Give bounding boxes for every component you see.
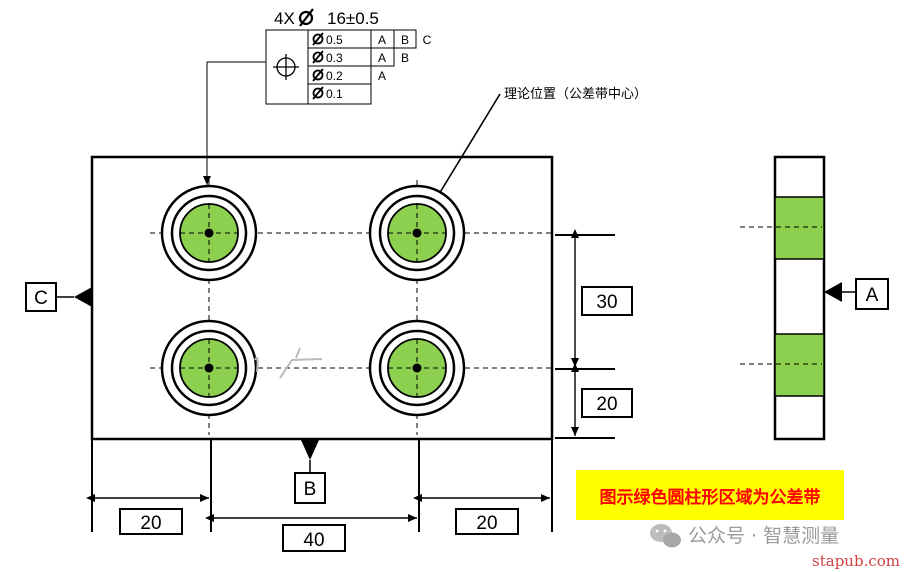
fcf-datum: B bbox=[401, 51, 409, 65]
datum-c-triangle bbox=[74, 287, 92, 307]
datum-c-label: C bbox=[34, 288, 48, 309]
fcf-datum: B bbox=[401, 33, 409, 47]
datum-c-box bbox=[25, 282, 57, 312]
side-zone-lower bbox=[774, 333, 825, 397]
hole-center-point bbox=[204, 363, 214, 373]
dim-20-vert-box bbox=[581, 388, 633, 418]
vertical-dimensions bbox=[555, 229, 615, 439]
hole bbox=[368, 319, 466, 417]
fcf-datum: A bbox=[378, 69, 386, 83]
scan-artifact bbox=[254, 347, 323, 379]
fcf-tolerance: 0.5 bbox=[326, 33, 343, 47]
datum-b-label: B bbox=[304, 479, 317, 500]
side-view bbox=[740, 155, 826, 441]
diameter-symbol-icon bbox=[312, 68, 324, 82]
fcf-tolerance: 0.1 bbox=[326, 87, 343, 101]
side-zone-upper bbox=[774, 196, 825, 260]
diameter-symbol-icon bbox=[298, 8, 314, 27]
datum-b-triangle bbox=[301, 440, 319, 460]
dim-40: 40 bbox=[303, 530, 324, 551]
dim-right-20: 20 bbox=[476, 513, 497, 534]
wechat-icon bbox=[650, 524, 681, 548]
hole-center-point bbox=[204, 228, 214, 238]
pattern-count: 4X bbox=[274, 9, 295, 28]
part-outline bbox=[90, 155, 554, 441]
datum-a-triangle bbox=[824, 282, 842, 302]
tolerance-zone-note: 图示绿色圆柱形区域为公差带 bbox=[576, 470, 844, 520]
feature-control-frame bbox=[265, 29, 417, 105]
hole-center-point bbox=[412, 363, 422, 373]
dim-left-20: 20 bbox=[140, 513, 161, 534]
fcf-datum: A bbox=[378, 51, 386, 65]
fcf-row: 0.2 A bbox=[312, 68, 386, 83]
diameter-symbol-icon bbox=[312, 32, 324, 46]
theoretical-position-label: 理论位置（公差带中心） bbox=[504, 86, 647, 101]
site-watermark: stapub.com bbox=[812, 552, 900, 570]
fcf-tolerance: 0.2 bbox=[326, 69, 343, 83]
dim-30-box bbox=[581, 286, 633, 316]
fcf-tolerance: 0.3 bbox=[326, 51, 343, 65]
fcf-datum: A bbox=[378, 33, 386, 47]
hole bbox=[160, 184, 258, 282]
fcf-row: 0.3 A B bbox=[312, 50, 409, 65]
dim-right-20-box bbox=[455, 508, 519, 535]
diameter-symbol-icon bbox=[312, 50, 324, 64]
diameter-spec: 16±0.5 bbox=[327, 9, 379, 28]
fcf-leader bbox=[203, 61, 266, 185]
diameter-symbol-icon bbox=[312, 86, 324, 100]
fcf-datum: C bbox=[423, 33, 432, 47]
hole-pattern bbox=[160, 184, 466, 417]
position-icon bbox=[273, 54, 299, 80]
dim-20-vert: 20 bbox=[596, 394, 617, 415]
hole bbox=[368, 184, 466, 282]
dim-left-20-box bbox=[119, 508, 183, 535]
datum-b-box bbox=[294, 472, 326, 504]
hole bbox=[160, 319, 258, 417]
horizontal-dimensions bbox=[86, 440, 553, 532]
datum-a-label: A bbox=[866, 285, 879, 306]
dim-40-box bbox=[282, 524, 346, 552]
fcf-row: 0.1 bbox=[312, 86, 343, 101]
hole-center-point bbox=[412, 228, 422, 238]
datum-a-box bbox=[855, 278, 889, 310]
dim-30: 30 bbox=[596, 292, 617, 313]
wechat-watermark: 公众号 · 智慧测量 bbox=[688, 525, 839, 547]
